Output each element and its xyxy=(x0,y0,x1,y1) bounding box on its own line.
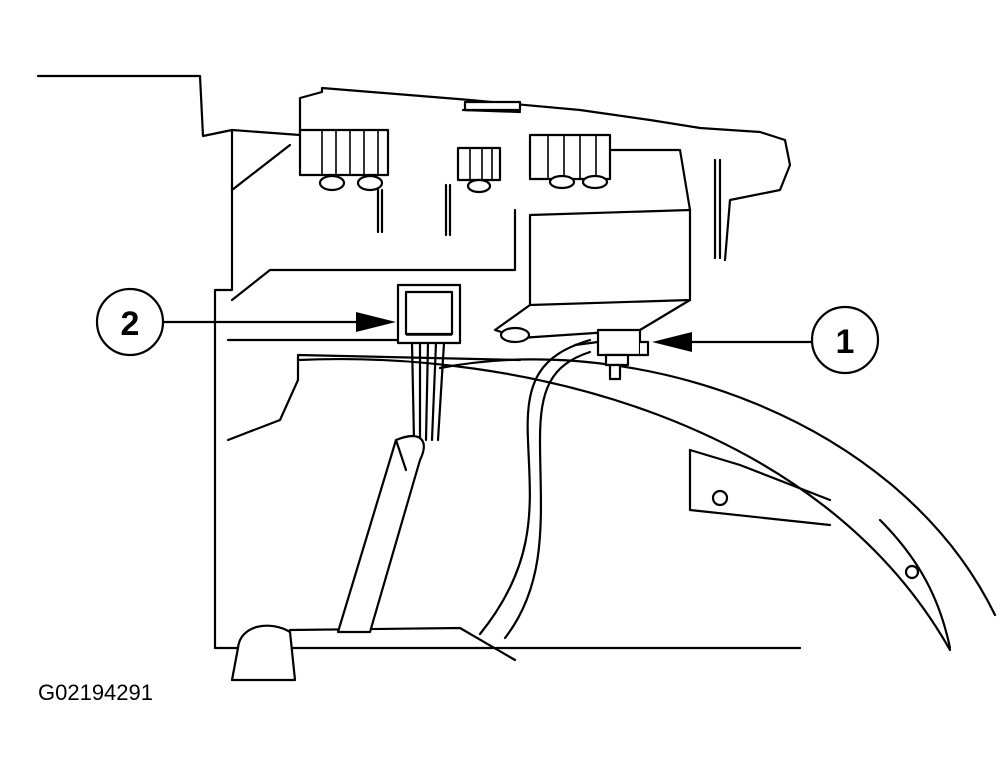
figure-id: G02194291 xyxy=(38,680,153,705)
callout-1-arrowhead xyxy=(652,332,692,352)
callout-2-label: 2 xyxy=(121,305,140,343)
callout-1-label: 1 xyxy=(836,323,855,361)
callout-2-arrowhead xyxy=(356,312,396,332)
sensor-1-wire xyxy=(478,338,592,640)
top-connector-right xyxy=(528,133,722,260)
module-box xyxy=(493,208,692,344)
callout-1: 1 xyxy=(652,305,880,375)
curved-beam xyxy=(296,357,997,652)
dashboard-panel xyxy=(36,74,802,662)
top-connector-left xyxy=(298,128,452,237)
bottom-bracket xyxy=(230,624,297,682)
wire-harness-left xyxy=(336,434,425,634)
callout-2: 2 xyxy=(95,287,396,357)
top-connector-middle xyxy=(456,146,502,194)
connector-2 xyxy=(396,283,462,442)
